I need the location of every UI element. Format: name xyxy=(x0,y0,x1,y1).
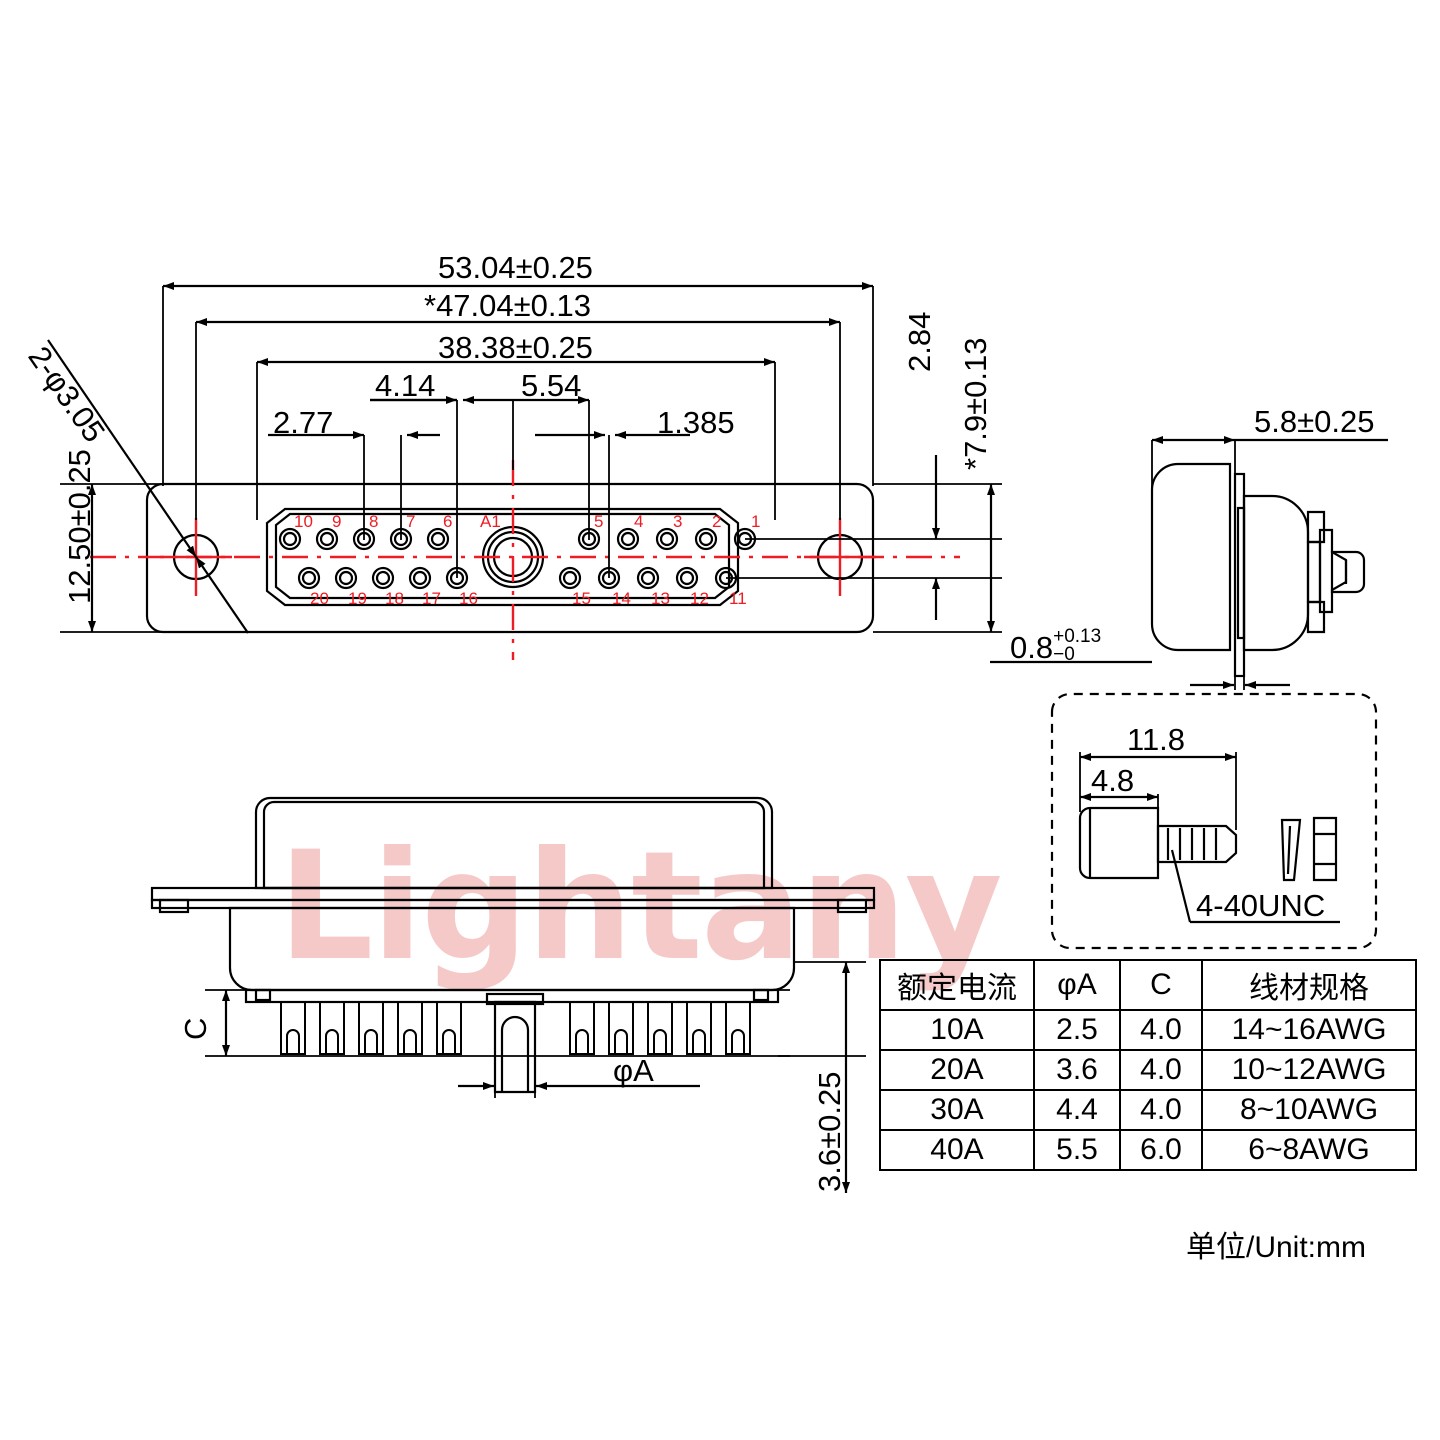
thread-callout-leader xyxy=(1170,849,1340,924)
label-2-84: 2.84 xyxy=(902,311,937,372)
table-row: 20A 3.6 4.0 10~12AWG xyxy=(879,1049,1417,1091)
dim-5-8 xyxy=(1151,440,1236,492)
spec-th-phiA: φA xyxy=(1033,959,1121,1011)
screw-hex-head xyxy=(1078,806,1160,880)
spec-table-header-row: 额定电流 φA C 线材规格 xyxy=(879,959,1417,1011)
side-view xyxy=(1150,462,1366,678)
label-0-8-value: 0.8 xyxy=(1010,630,1054,666)
pin-label-14: 14 xyxy=(612,589,631,608)
pin-label-9: 9 xyxy=(332,512,342,531)
pin-label-20: 20 xyxy=(310,589,329,608)
pin-holes-bottom-right xyxy=(558,566,738,590)
dim-C xyxy=(205,989,790,1057)
table-row: 40A 5.5 6.0 6~8AWG xyxy=(879,1129,1417,1171)
label-4-14: 4.14 xyxy=(375,368,436,403)
label-2-77: 2.77 xyxy=(273,405,334,440)
label-0-8: 0.8 +0.13 −0 xyxy=(1010,626,1102,666)
spec-th-wire: 线材规格 xyxy=(1201,959,1417,1011)
pin-label-2: 2 xyxy=(712,512,722,531)
front-view-flange xyxy=(145,482,875,634)
pin-label-16: 16 xyxy=(459,589,478,608)
pin-label-11: 11 xyxy=(729,589,747,608)
dim-phiA xyxy=(494,1050,536,1098)
pin-label-6: 6 xyxy=(443,512,453,531)
cell-phiA: 5.5 xyxy=(1033,1129,1121,1171)
dim-11-8 xyxy=(1079,752,1237,830)
cell-wire: 10~12AWG xyxy=(1201,1049,1417,1091)
dim-0-8-arrow xyxy=(990,660,1290,689)
pin-label-18: 18 xyxy=(385,589,404,608)
cell-current: 30A xyxy=(879,1089,1035,1131)
front-extension-lines xyxy=(162,286,874,578)
screw-clip-parts xyxy=(1280,816,1338,882)
spec-th-c: C xyxy=(1119,959,1203,1011)
dim-0-8 xyxy=(1234,676,1245,690)
pin-label-10: 10 xyxy=(294,512,313,531)
table-row: 30A 4.4 4.0 8~10AWG xyxy=(879,1089,1417,1131)
pin-label-1: 1 xyxy=(751,512,761,531)
label-overall-width: 53.04±0.25 xyxy=(438,250,593,285)
pin-label-A1: A1 xyxy=(480,512,501,531)
cell-wire: 14~16AWG xyxy=(1201,1009,1417,1051)
spec-table: 额定电流 φA C 线材规格 10A 2.5 4.0 14~16AWG 20A … xyxy=(879,959,1417,1171)
cell-c: 4.0 xyxy=(1119,1089,1203,1131)
cell-current: 40A xyxy=(879,1129,1035,1171)
pin-holes-top-right xyxy=(577,527,757,551)
screw-detail-box xyxy=(1050,692,1378,950)
dim-3-6 xyxy=(778,961,866,1057)
pin-holes-bottom-left xyxy=(297,566,469,590)
pin-label-19: 19 xyxy=(348,589,367,608)
cell-c: 6.0 xyxy=(1119,1129,1203,1171)
pin-label-4: 4 xyxy=(634,512,644,531)
cell-c: 4.0 xyxy=(1119,1009,1203,1051)
label-phiA: φA xyxy=(613,1053,654,1088)
cell-wire: 8~10AWG xyxy=(1201,1089,1417,1131)
pin-label-15: 15 xyxy=(572,589,591,608)
cell-wire: 6~8AWG xyxy=(1201,1129,1417,1171)
pin-label-3: 3 xyxy=(673,512,683,531)
label-C: C xyxy=(178,1017,213,1040)
pin-label-12: 12 xyxy=(690,589,709,608)
label-11-8: 11.8 xyxy=(1127,722,1186,757)
hole-callout-leader xyxy=(47,339,249,634)
cell-phiA: 3.6 xyxy=(1033,1049,1121,1091)
label-3-6: 3.6±0.25 xyxy=(812,1071,847,1192)
cell-phiA: 4.4 xyxy=(1033,1089,1121,1131)
label-thread: 4-40UNC xyxy=(1196,888,1326,923)
cell-c: 4.0 xyxy=(1119,1049,1203,1091)
pin-label-13: 13 xyxy=(651,589,670,608)
spec-th-current: 额定电流 xyxy=(879,959,1035,1011)
label-4-8: 4.8 xyxy=(1091,763,1135,798)
label-0-8-tol-upper: +0.13 xyxy=(1053,626,1102,647)
unit-note: 单位/Unit:mm xyxy=(1186,1231,1366,1264)
screw-thread xyxy=(1156,824,1238,864)
cell-current: 20A xyxy=(879,1049,1035,1091)
front-left-extension-lines xyxy=(60,483,163,633)
label-7-9: *7.9±0.13 xyxy=(958,337,993,470)
cell-current: 10A xyxy=(879,1009,1035,1051)
label-0-8-tol-lower: −0 xyxy=(1053,644,1075,666)
front-right-extension-lines xyxy=(726,483,1002,633)
cell-phiA: 2.5 xyxy=(1033,1009,1121,1051)
centerlines xyxy=(90,460,960,660)
label-mount-hole-span: *47.04±0.13 xyxy=(424,288,591,323)
table-row: 10A 2.5 4.0 14~16AWG xyxy=(879,1009,1417,1051)
label-1-385: 1.385 xyxy=(657,405,735,440)
pin-label-8: 8 xyxy=(369,512,379,531)
label-pin-field-width: 38.38±0.25 xyxy=(438,330,593,365)
label-5-54: 5.54 xyxy=(521,368,582,403)
pin-label-5: 5 xyxy=(594,512,604,531)
label-12-50: 12.50±0.25 xyxy=(62,449,97,604)
bottom-view xyxy=(150,796,876,1094)
pin-label-7: 7 xyxy=(406,512,416,531)
front-view-dshell xyxy=(265,507,740,607)
pin-label-17: 17 xyxy=(422,589,441,608)
label-5-8: 5.8±0.25 xyxy=(1254,404,1375,439)
